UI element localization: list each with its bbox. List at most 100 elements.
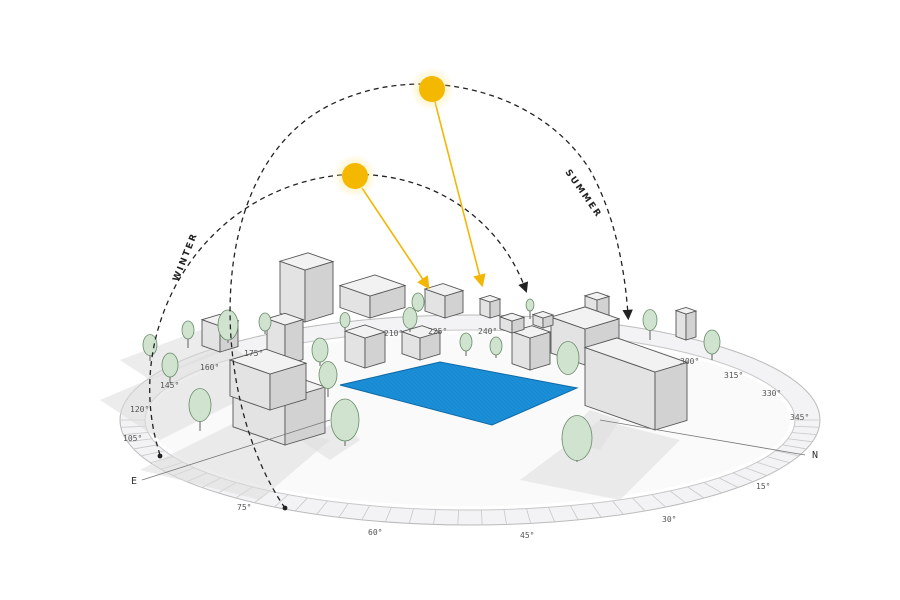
building — [531, 311, 555, 329]
angle-tick-label: 120° — [130, 405, 149, 414]
angle-tick-label: 210° — [384, 329, 403, 338]
solar-panel-field — [339, 361, 579, 426]
tree — [330, 398, 360, 446]
winter-label: WINTER — [172, 231, 201, 283]
building — [478, 295, 502, 319]
compass-tick-mark — [732, 472, 754, 483]
compass-tick-mark — [745, 467, 767, 477]
tree — [311, 337, 329, 366]
angle-tick-label: 160° — [200, 363, 219, 372]
compass-tick-mark — [791, 432, 817, 436]
summer-path-start-dot — [282, 505, 288, 511]
compass-tick-mark — [133, 444, 158, 450]
compass-tick-mark — [782, 444, 807, 450]
buildings — [200, 252, 698, 446]
tree — [142, 334, 158, 361]
angle-tick-label: 330° — [762, 389, 781, 398]
tree — [402, 307, 418, 332]
east-axis-line — [141, 419, 331, 481]
compass-tick-mark — [526, 508, 532, 524]
compass-tick-mark — [294, 497, 308, 512]
angle-tick-label: 105° — [123, 434, 142, 443]
summer-label: SUMMER — [563, 168, 604, 220]
compass-tick-mark — [756, 461, 780, 470]
building — [510, 325, 552, 371]
compass-tick-mark — [548, 507, 556, 523]
angle-tick-label: 30° — [662, 515, 676, 524]
compass-tick-mark — [503, 509, 507, 525]
compass-tick-mark — [787, 438, 813, 443]
angle-tick-label: 45° — [520, 531, 534, 540]
angle-tick-label: 15° — [756, 482, 770, 491]
compass-tick-mark — [338, 503, 349, 518]
compass-tick-mark — [316, 500, 328, 515]
tree — [181, 320, 195, 348]
compass-tick-mark — [591, 503, 602, 518]
compass-tick-mark — [651, 494, 666, 508]
compass-tick-mark — [766, 456, 790, 464]
compass-tick-mark — [361, 505, 370, 521]
compass-tick-mark — [775, 450, 799, 457]
angle-tick-label: 145° — [160, 381, 179, 390]
tree — [411, 292, 425, 312]
tree — [525, 298, 535, 319]
tree — [556, 341, 580, 375]
trees — [142, 292, 721, 462]
angle-tick-labels: 75° 60° 45° 30° 15° 345° 330° 315° 300° … — [123, 327, 809, 540]
compass-tick-mark — [794, 425, 820, 428]
tree — [459, 332, 473, 356]
tree — [188, 388, 212, 431]
tree — [561, 415, 593, 462]
tree — [318, 361, 338, 397]
angle-tick-label: 60° — [368, 528, 382, 537]
tree — [217, 309, 239, 343]
tower-building — [278, 252, 335, 323]
compass-tick-mark — [141, 450, 165, 457]
north-axis-line — [599, 419, 806, 456]
building — [338, 274, 407, 319]
compass-tick-mark — [384, 507, 392, 523]
angle-tick-label: 300° — [680, 357, 699, 366]
compass-tick-mark — [570, 505, 579, 521]
compass-tick-mark — [632, 497, 646, 512]
summer-sun-ray — [433, 97, 486, 288]
summer-sun-icon — [410, 67, 454, 111]
angle-tick-label: 175° — [244, 349, 263, 358]
tree — [489, 336, 503, 358]
summer-sun-path — [229, 83, 633, 509]
house-building — [498, 312, 526, 334]
compass-tick-mark — [433, 509, 437, 525]
large-building — [583, 337, 689, 431]
compass-tick-mark — [718, 477, 739, 488]
compass-tick-mark — [703, 482, 722, 494]
winter-sun-path — [149, 173, 529, 456]
building — [423, 283, 465, 319]
east-label: E — [131, 476, 137, 487]
winter-sun-ray — [361, 187, 430, 290]
angle-tick-label: 345° — [790, 413, 809, 422]
angle-tick-label: 240° — [478, 327, 497, 336]
angle-tick-label: 225° — [428, 327, 447, 336]
winter-path-start-dot — [157, 453, 163, 459]
north-label: N — [812, 450, 818, 461]
sun-rays — [361, 97, 486, 290]
angle-tick-label: 315° — [724, 371, 743, 380]
house-building — [400, 325, 442, 361]
tree — [258, 312, 272, 334]
building — [674, 307, 698, 341]
tree — [339, 312, 351, 330]
winter-sun-icon — [333, 154, 377, 198]
angle-tick-label: 75° — [237, 503, 251, 512]
compass-tick-mark — [669, 490, 686, 504]
tree — [703, 329, 721, 360]
compass-tick-mark — [274, 494, 289, 508]
compass-tick-mark — [408, 508, 414, 524]
compass-tick-mark — [687, 486, 705, 499]
compass-tick-mark — [127, 438, 153, 443]
compass-tick-mark — [123, 432, 149, 436]
compass-tick-mark — [612, 500, 624, 515]
compass-tick-mark — [457, 509, 460, 525]
building — [343, 324, 387, 369]
tree — [161, 352, 179, 383]
